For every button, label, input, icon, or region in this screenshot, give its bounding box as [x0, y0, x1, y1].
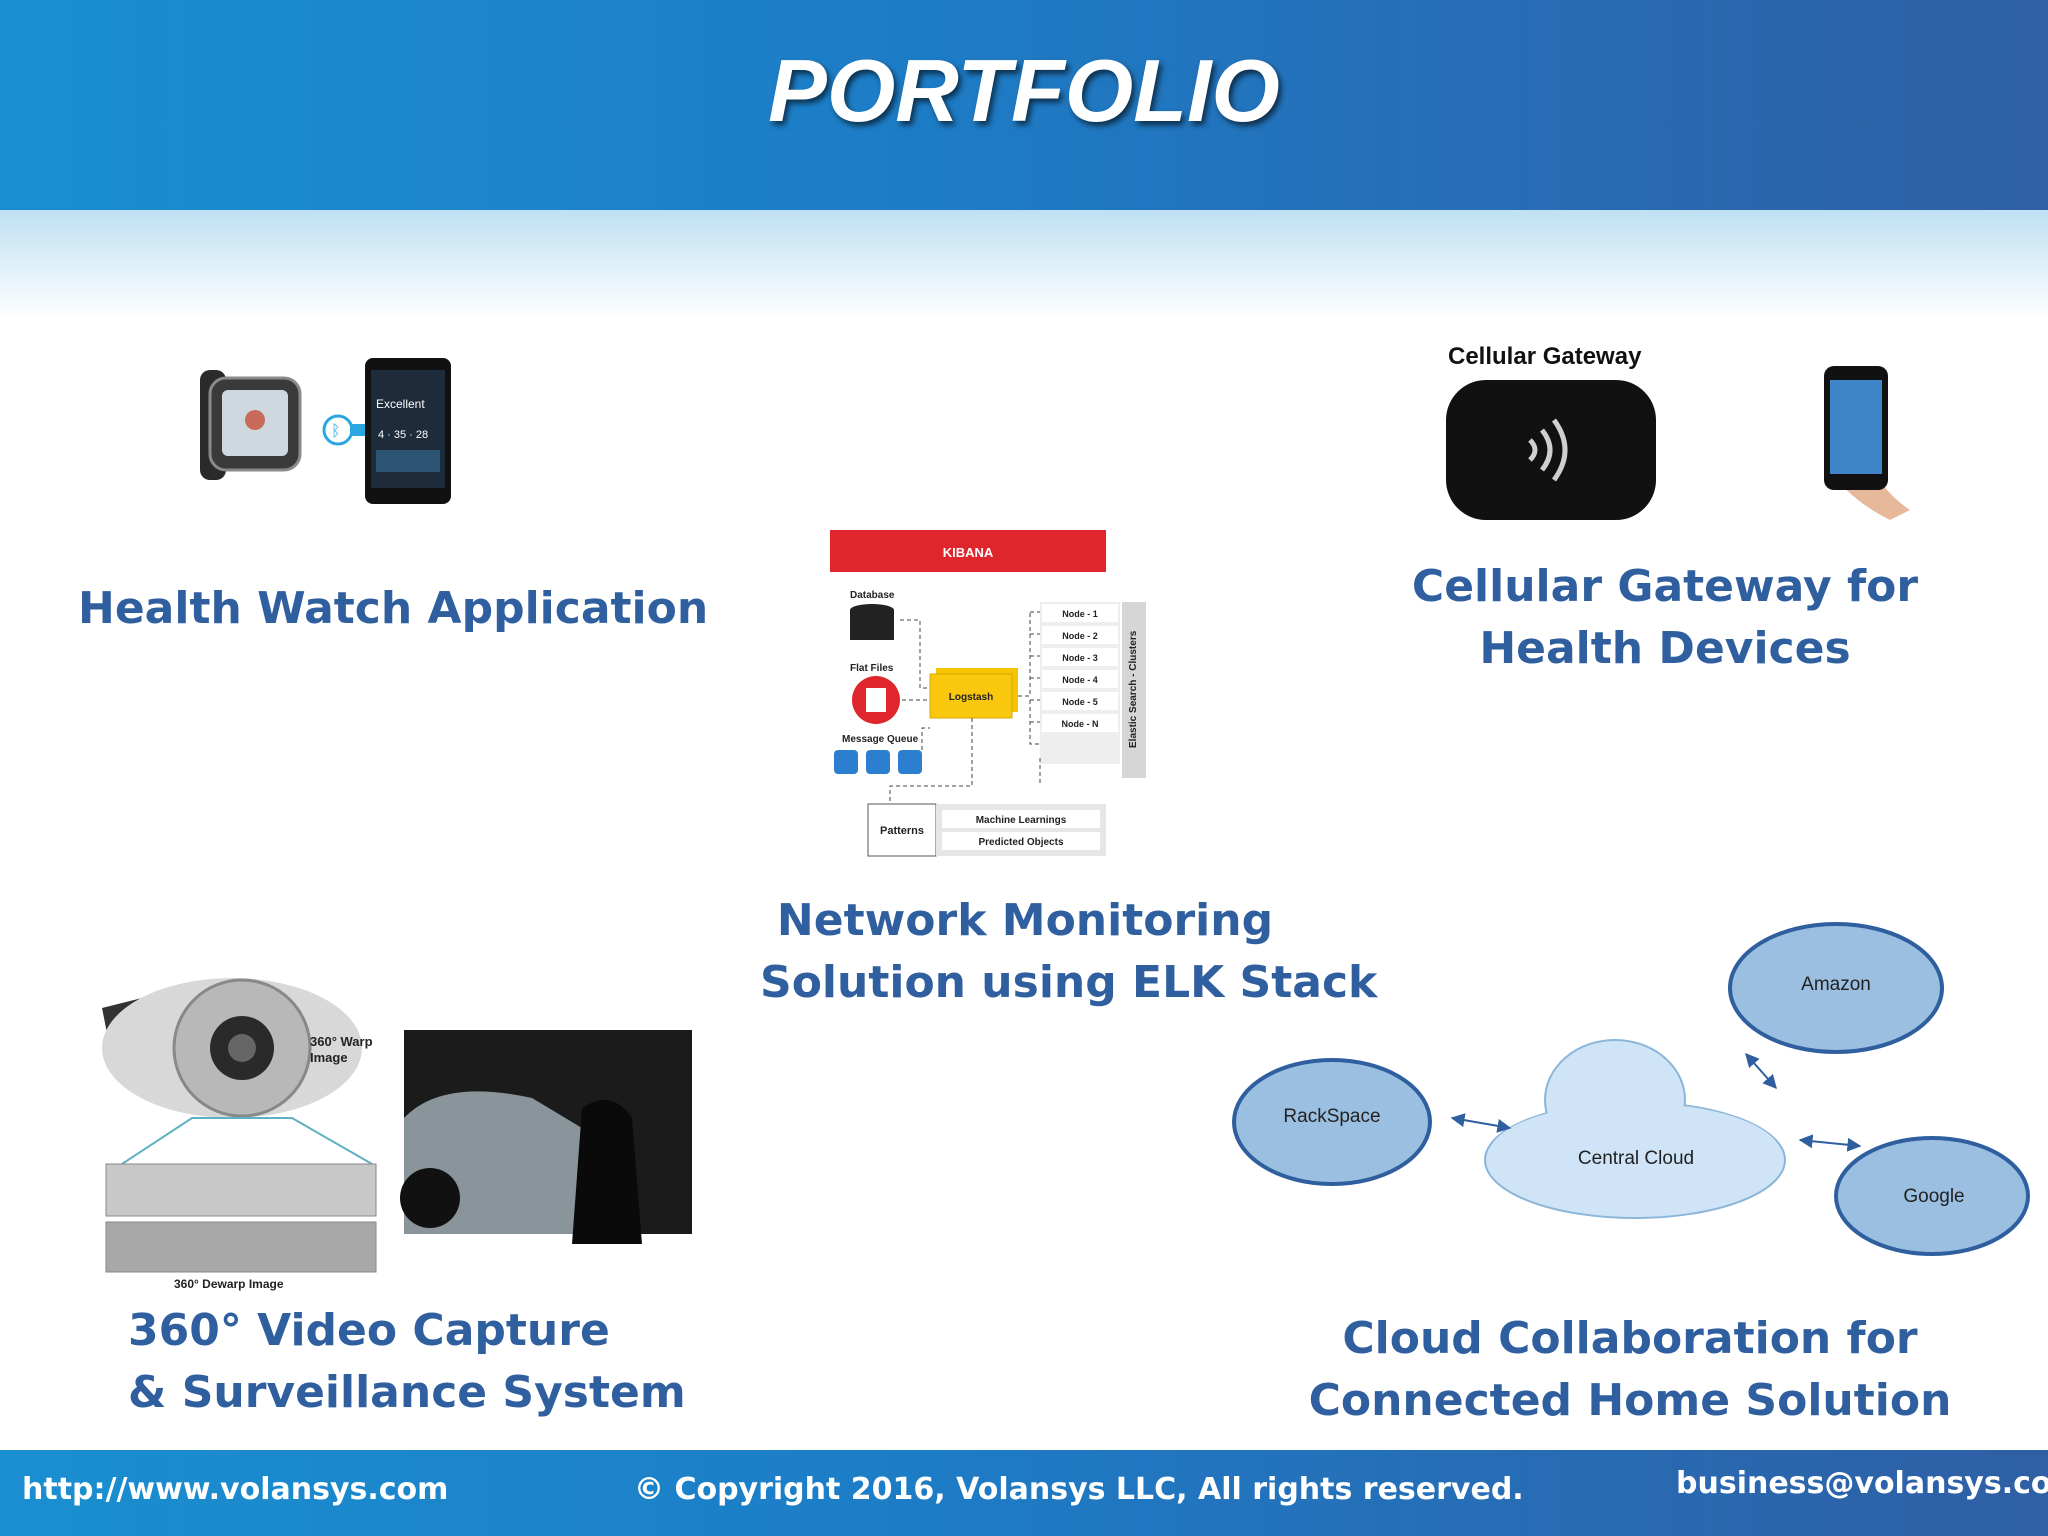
dewarp-label: 360° Dewarp Image [174, 1277, 284, 1291]
footer-bar: http://www.volansys.com © Copyright 2016… [0, 1450, 2048, 1536]
health-watch-image: ᛒ Excellent 4 · 35 · 28 [190, 350, 470, 515]
elk-node-label: Node - N [1062, 719, 1099, 729]
flat-files-label: Flat Files [850, 663, 894, 674]
rackspace-label: RackSpace [1283, 1106, 1380, 1127]
kibana-label: KIBANA [943, 545, 994, 560]
footer-email-link[interactable]: business@volansys.com [1676, 1466, 2048, 1501]
elk-node-label: Node - 5 [1062, 697, 1098, 707]
video-capture-image: 360° Warp Image 360° Dewarp Image [62, 968, 702, 1303]
elk-node-box [1042, 692, 1118, 710]
elk-node-box [1042, 670, 1118, 688]
elk-node-label: Node - 1 [1062, 609, 1098, 619]
central-cloud-shape [1484, 1039, 1786, 1219]
page-title: PORTFOLIO [768, 41, 1280, 140]
patterns-label: Patterns [880, 825, 924, 837]
ml-label: Machine Learnings [976, 815, 1067, 826]
elk-node-box [1042, 626, 1118, 644]
amazon-link [1745, 1052, 1777, 1090]
message-queue-label: Message Queue [842, 734, 919, 745]
cluster-label: Elastic Search - Clusters [1128, 630, 1139, 748]
cellular-gateway-image: Cellular Gateway [1430, 330, 1970, 535]
cellular-gateway-label: Cellular Gateway [1448, 343, 1642, 370]
elk-node-label: Node - 4 [1062, 675, 1098, 685]
elk-node-label: Node - 3 [1062, 653, 1098, 663]
video-caption: 360° Video Capture & Surveillance System [128, 1305, 686, 1418]
rackspace-cloud-shape [1232, 1058, 1432, 1186]
amazon-label: Amazon [1801, 974, 1871, 995]
central-cloud-label: Central Cloud [1578, 1148, 1694, 1169]
logstash-label: Logstash [949, 692, 993, 703]
footer-copyright: © Copyright 2016, Volansys LLC, All righ… [634, 1472, 1524, 1507]
rackspace-link [1450, 1113, 1512, 1133]
footer-url-link[interactable]: http://www.volansys.com [22, 1472, 449, 1507]
header-bar [0, 0, 2048, 210]
warp-label-1: 360° Warp [310, 1034, 373, 1049]
elk-diagram: KIBANA Database Flat Files Message Queue… [830, 528, 1160, 863]
elk-node-box [1042, 714, 1118, 732]
database-label: Database [850, 590, 895, 601]
google-label: Google [1903, 1186, 1964, 1207]
google-cloud-shape [1834, 1136, 2030, 1256]
cloud-diagram: Central Cloud RackSpace Amazon Google [1220, 900, 2040, 1285]
elk-node-label: Node - 2 [1062, 631, 1098, 641]
gateway-caption: Cellular Gateway for Health Devices [1411, 561, 1919, 674]
cloud-caption: Cloud Collaboration for Connected Home S… [1308, 1313, 1952, 1426]
health-watch-caption: Health Watch Application [78, 583, 709, 634]
header-fade [0, 210, 2048, 320]
svg-text:ᛒ: ᛒ [331, 423, 341, 440]
warp-label-2: Image [310, 1050, 348, 1065]
predicted-label: Predicted Objects [978, 837, 1063, 848]
elk-node-box [1042, 604, 1118, 622]
phone-status-text: Excellent [376, 397, 425, 411]
amazon-cloud-shape [1728, 922, 1944, 1054]
phone-time-text: 4 · 35 · 28 [378, 429, 428, 441]
google-link [1798, 1134, 1862, 1152]
elk-node-box [1042, 648, 1118, 666]
elk-caption: Network Monitoring Solution using ELK St… [760, 895, 1378, 1008]
